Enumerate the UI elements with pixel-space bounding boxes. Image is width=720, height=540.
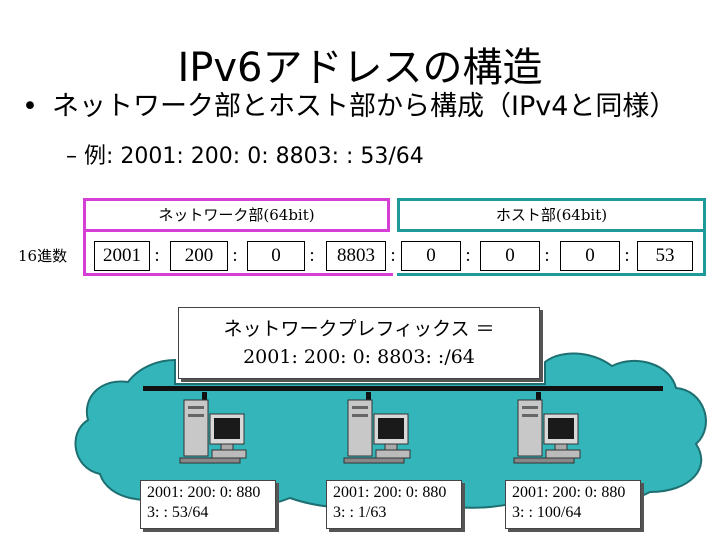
host-address-box: 2001: 200: 0: 880 3: : 100/64: [505, 480, 641, 529]
sub-bullet-text: 例: 2001: 200: 0: 8803: : 53/64: [84, 144, 424, 169]
network-prefix-box: ネットワークプレフィックス ＝ 2001: 200: 0: 8803: :/64: [178, 307, 540, 379]
address-separator: :: [544, 245, 550, 266]
address-separator: :: [465, 245, 471, 266]
address-segment: 0: [480, 241, 540, 271]
computer-2: [343, 392, 411, 464]
address-segment: 53: [637, 241, 693, 271]
host-address-line: 3: : 100/64: [512, 504, 582, 521]
bullet-text: ネットワーク部とホスト部から構成（IPv4と同様）: [52, 91, 677, 122]
address-segment: 0: [401, 241, 461, 271]
address-segment: 0: [560, 241, 620, 271]
address-separator: :: [232, 245, 238, 266]
address-segment: 200: [170, 241, 228, 271]
host-address-line: 2001: 200: 0: 880: [147, 484, 261, 501]
network-part-label: ネットワーク部(64bit): [83, 198, 390, 232]
address-separator: :: [309, 245, 315, 266]
address-segment: 8803: [326, 241, 386, 271]
address-separator: :: [390, 245, 396, 266]
address-separator: :: [624, 245, 630, 266]
address-segment: 0: [247, 241, 305, 271]
host-address-line: 2001: 200: 0: 880: [512, 484, 626, 501]
host-address-box: 2001: 200: 0: 880 3: : 53/64: [140, 480, 276, 529]
host-address-line: 3: : 53/64: [147, 504, 209, 521]
prefix-label: ネットワークプレフィックス ＝: [223, 318, 495, 340]
host-part-label: ホスト部(64bit): [397, 198, 706, 232]
sub-bullet-marker: –: [66, 144, 77, 169]
network-part-bracket: [83, 232, 393, 276]
bullet-item: • ネットワーク部とホスト部から構成（IPv4と同様）: [22, 90, 676, 124]
host-address-box: 2001: 200: 0: 880 3: : 1/63: [326, 480, 462, 529]
computer-3: [513, 392, 581, 464]
bullet-marker: •: [22, 91, 38, 122]
desktop-computer-icon: [179, 392, 247, 464]
address-segment: 2001: [94, 241, 150, 271]
host-address-line: 2001: 200: 0: 880: [333, 484, 447, 501]
slide-title: IPv6アドレスの構造: [177, 45, 543, 91]
host-part-bracket: [397, 232, 706, 276]
prefix-value: 2001: 200: 0: 8803: :/64: [243, 346, 475, 368]
host-address-line: 3: : 1/63: [333, 504, 387, 521]
address-separator: :: [154, 245, 160, 266]
lan-bus: [143, 386, 663, 391]
hex-row-label: 16進数: [18, 247, 68, 265]
desktop-computer-icon: [513, 392, 581, 464]
sub-bullet-item: – 例: 2001: 200: 0: 8803: : 53/64: [66, 142, 424, 172]
computer-1: [179, 392, 247, 464]
desktop-computer-icon: [343, 392, 411, 464]
